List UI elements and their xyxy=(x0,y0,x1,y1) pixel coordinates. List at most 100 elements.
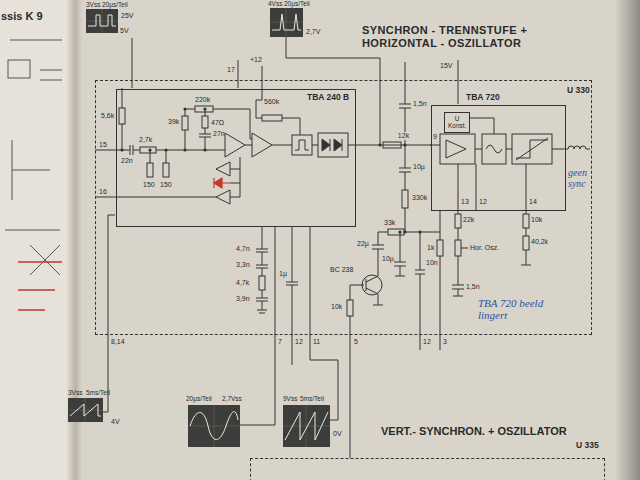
schematic-path xyxy=(68,8,330,447)
schematic-circle xyxy=(398,230,401,233)
schematic-rect xyxy=(259,276,265,290)
schematic-path xyxy=(476,164,477,210)
schematic-path xyxy=(190,412,238,440)
component-label: 27n xyxy=(213,130,225,138)
component-label: 25V xyxy=(121,12,133,20)
component-label: 14 xyxy=(529,198,537,206)
schematic-rect xyxy=(455,214,461,228)
schematic-path xyxy=(458,60,459,104)
component-label: 5ms/Teil xyxy=(86,389,110,396)
schematic-rect xyxy=(318,133,348,157)
schematic-path xyxy=(286,37,380,145)
schematic-rect xyxy=(140,147,156,153)
component-label: 1µ xyxy=(279,270,287,278)
schematic-path xyxy=(342,139,343,151)
schematic-path xyxy=(199,109,211,150)
left-page-red-lines xyxy=(18,262,62,310)
schematic-rect xyxy=(523,214,529,228)
component-label: 9 xyxy=(433,133,437,141)
component-label: 20µs/Teil xyxy=(186,395,212,402)
node-label: U 330 xyxy=(567,86,590,95)
schematic-path xyxy=(568,146,586,149)
schematic-circle xyxy=(148,148,151,151)
schematic-path xyxy=(399,145,411,232)
schematic-path xyxy=(122,88,123,150)
component-label: 3Vss xyxy=(86,1,100,8)
component-label: 22n xyxy=(121,157,133,165)
schematic-path xyxy=(310,226,338,420)
schematic-path xyxy=(521,164,531,265)
component-label: 7 xyxy=(278,338,282,346)
schematic-rect xyxy=(512,134,552,164)
schematic-path xyxy=(88,15,116,26)
schematic-rect xyxy=(163,163,169,177)
node-label: TBA 720 xyxy=(466,93,500,102)
schematic-path xyxy=(272,14,301,30)
schematic-path xyxy=(295,140,309,150)
component-label: 10µ xyxy=(382,255,394,263)
schematic-path xyxy=(5,40,62,275)
schematic-rect xyxy=(119,108,125,124)
component-label: 33k xyxy=(384,219,395,227)
schematic-rect xyxy=(270,8,303,37)
component-label: 47Ω xyxy=(211,119,224,127)
component-label: 1,5n xyxy=(413,100,427,108)
schematic-path xyxy=(366,249,383,305)
left-page-marks xyxy=(5,40,62,275)
component-label: 11 xyxy=(313,338,320,346)
handwritten-note: geen sync xyxy=(568,168,592,189)
schematic-polygon xyxy=(446,140,466,158)
schematic-path xyxy=(103,215,115,412)
component-label: Hor. Osz. xyxy=(470,244,499,252)
component-label: 560k xyxy=(264,98,279,106)
schematic-circle xyxy=(203,107,206,110)
schematic-rect xyxy=(347,300,353,316)
handwritten-note: TBA 720 beeld lingert xyxy=(478,298,550,321)
schematic-path xyxy=(440,210,441,350)
component-label: 13 xyxy=(461,198,469,206)
schematic-path xyxy=(378,232,440,233)
schematic-path xyxy=(415,232,425,350)
component-label: 1k xyxy=(427,244,434,252)
node-label: TBA 240 B xyxy=(307,93,349,102)
component-label: 5,6k xyxy=(101,112,114,120)
left-page xyxy=(0,0,72,480)
scope-traces xyxy=(70,14,328,440)
scope-grid xyxy=(68,8,330,447)
component-label: 4Vss xyxy=(268,0,282,7)
schematic-rect xyxy=(292,135,312,155)
schematic-path xyxy=(240,226,275,425)
component-label: 5 xyxy=(354,338,358,346)
schematic-circle xyxy=(164,148,167,151)
schematic-path xyxy=(70,404,101,416)
schematic-path xyxy=(330,139,331,151)
schematic-polygon xyxy=(334,139,342,151)
schematic-rect xyxy=(523,236,529,250)
component-label: 3Vss xyxy=(68,389,82,396)
schematic-path xyxy=(470,118,494,134)
component-label: 12 xyxy=(295,338,303,346)
schematic-wires xyxy=(95,37,590,458)
component-label: 10n xyxy=(426,259,438,267)
resistor-label: 12k xyxy=(397,132,410,140)
schematic-circle xyxy=(362,275,382,295)
component-label: 330k xyxy=(412,194,427,202)
component-label: 8,14 xyxy=(111,338,125,346)
component-label: 20µs/Teil xyxy=(102,1,128,8)
component-label: 20µs/Teil xyxy=(284,0,310,7)
schematic-circle xyxy=(203,148,206,151)
component-label: 10µ xyxy=(413,163,425,171)
schematic-path xyxy=(372,232,384,249)
schematic-path xyxy=(18,262,62,310)
module-outline: VERT.- SYNCHRON. + OSZILLATORU 335 xyxy=(250,458,605,480)
component-label: 12 xyxy=(423,338,431,346)
schematic-rect xyxy=(182,116,188,130)
red-diode-symbol xyxy=(214,178,230,188)
component-label: 40,2k xyxy=(531,238,548,246)
component-label: 0V xyxy=(333,430,342,438)
schematic-rect xyxy=(202,116,208,128)
schematic-circle xyxy=(403,230,406,233)
component-label: 22µ xyxy=(357,240,369,248)
